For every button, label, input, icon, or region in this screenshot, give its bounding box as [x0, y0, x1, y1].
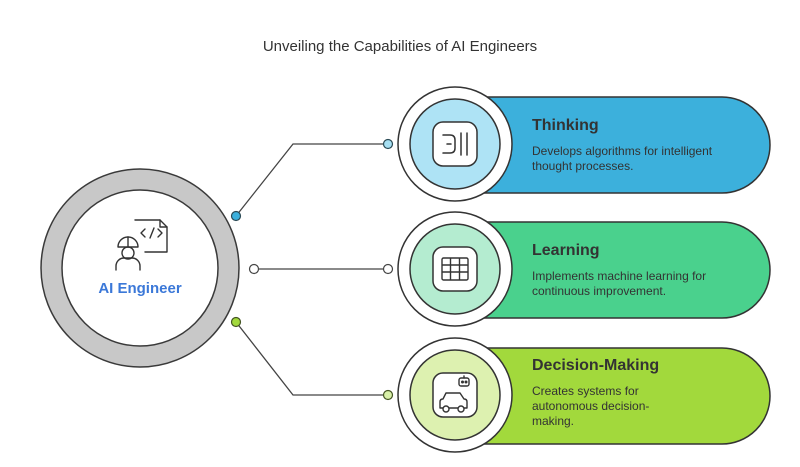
grid-icon: [441, 257, 469, 281]
card-title-decision-making: Decision-Making: [532, 357, 660, 374]
card-desc-thinking: Develops algorithms for intelligent thou…: [532, 144, 713, 173]
end-dot-thinking: [382, 138, 394, 150]
card-title-thinking: Thinking: [532, 117, 599, 134]
node-dot-thinking: [230, 210, 242, 222]
engineer-code-icon: [115, 219, 168, 271]
connector-decision: [235, 321, 388, 396]
card-desc-decision-making: Creates systems for autonomous decision-…: [532, 384, 650, 428]
diagram-title: Unveiling the Capabilities of AI Enginee…: [262, 38, 538, 55]
robot-car-icon: [439, 375, 470, 413]
card-title-learning: Learning: [532, 242, 600, 259]
end-dot-decision: [382, 389, 394, 401]
hub-label: AI Engineer: [98, 280, 182, 297]
brain-icon: [442, 132, 468, 156]
connector-thinking: [235, 143, 388, 217]
icon-tile-decision: [432, 372, 478, 418]
node-dot-learning: [248, 263, 260, 275]
icon-tile-learning: [432, 246, 478, 292]
node-dot-decision: [230, 316, 242, 328]
card-desc-learning: Implements machine learning for continuo…: [532, 269, 707, 298]
end-dot-learning: [382, 263, 394, 275]
